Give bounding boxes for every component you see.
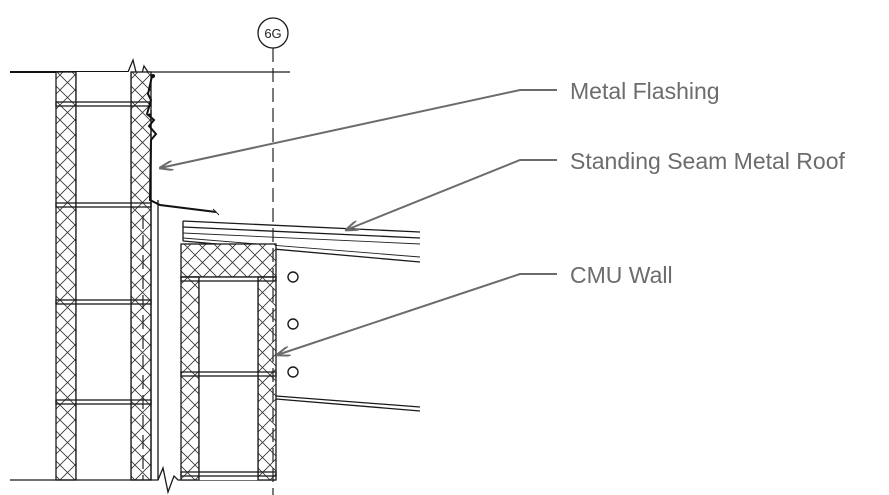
top-break-symbol (127, 57, 290, 87)
metal-flashing-label: Metal Flashing (570, 78, 720, 104)
bottom-break-line (10, 465, 275, 495)
anchor-bolts (287, 271, 299, 378)
right-cmu-wall (180, 243, 277, 481)
grid-bubble (257, 17, 289, 49)
roof-leader (346, 159, 557, 230)
leader-lines (160, 89, 557, 355)
left-cmu-wall (10, 57, 290, 495)
bolt (287, 271, 299, 283)
bolt (287, 366, 299, 378)
left-wall-outer-face (55, 71, 77, 481)
grid-bubble-label: 6G (264, 26, 281, 41)
grid-line-6g: 6G (257, 17, 289, 495)
left-wall-inner-face (130, 71, 152, 481)
lower-ledger (275, 395, 421, 412)
cmu-wall-label: CMU Wall (570, 262, 673, 288)
cmu-wall-leader (277, 273, 557, 355)
right-wall-cap (180, 243, 277, 278)
metal-flashing-profile (145, 74, 220, 216)
metal-flashing-leader (160, 89, 557, 168)
standing-seam-metal-roof-label: Standing Seam Metal Roof (570, 148, 845, 174)
bolt (287, 318, 299, 330)
